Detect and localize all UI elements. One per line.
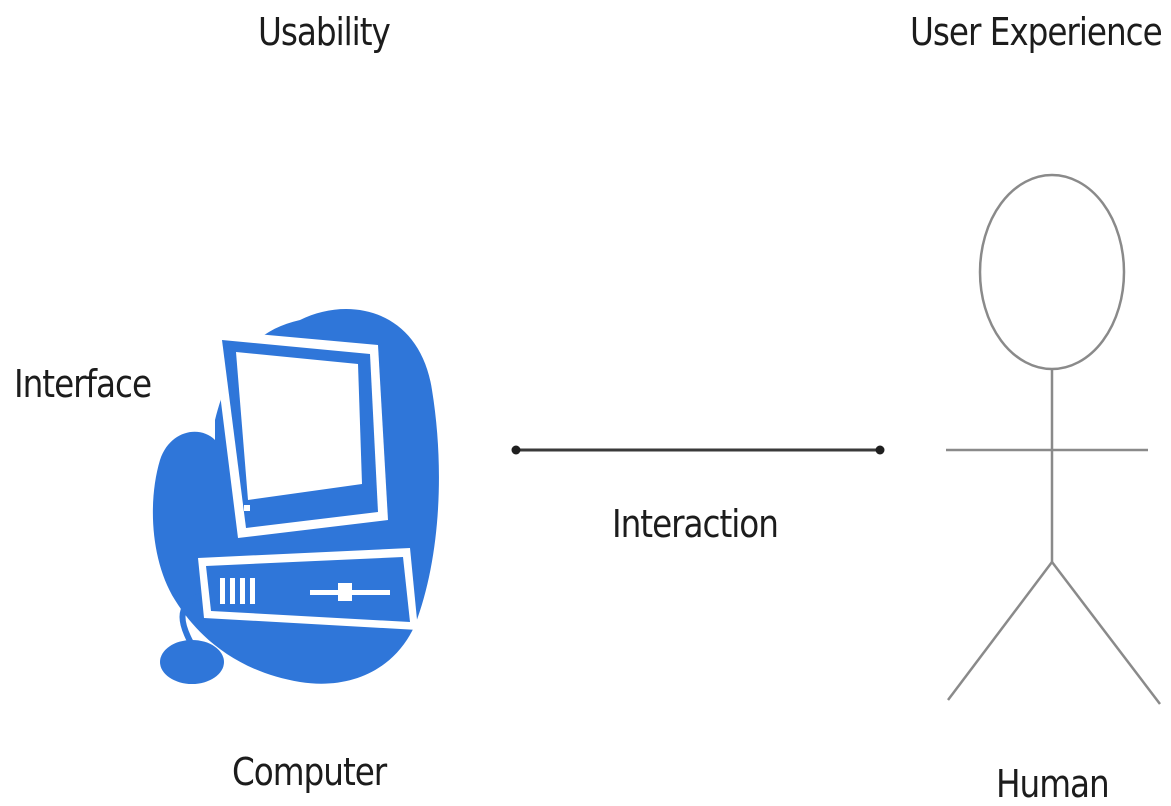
interaction-label: Interaction xyxy=(612,502,779,546)
head xyxy=(978,173,1126,371)
user-experience-label: User Experience xyxy=(910,10,1163,54)
interaction-endpoint-left xyxy=(511,445,521,455)
usability-label: Usability xyxy=(258,10,391,54)
interface-label: Interface xyxy=(14,362,152,406)
interaction-endpoint-right xyxy=(875,445,885,455)
right-leg xyxy=(1051,561,1161,705)
computer-label: Computer xyxy=(232,750,387,794)
human-label: Human xyxy=(996,762,1110,806)
left-leg xyxy=(947,561,1053,701)
